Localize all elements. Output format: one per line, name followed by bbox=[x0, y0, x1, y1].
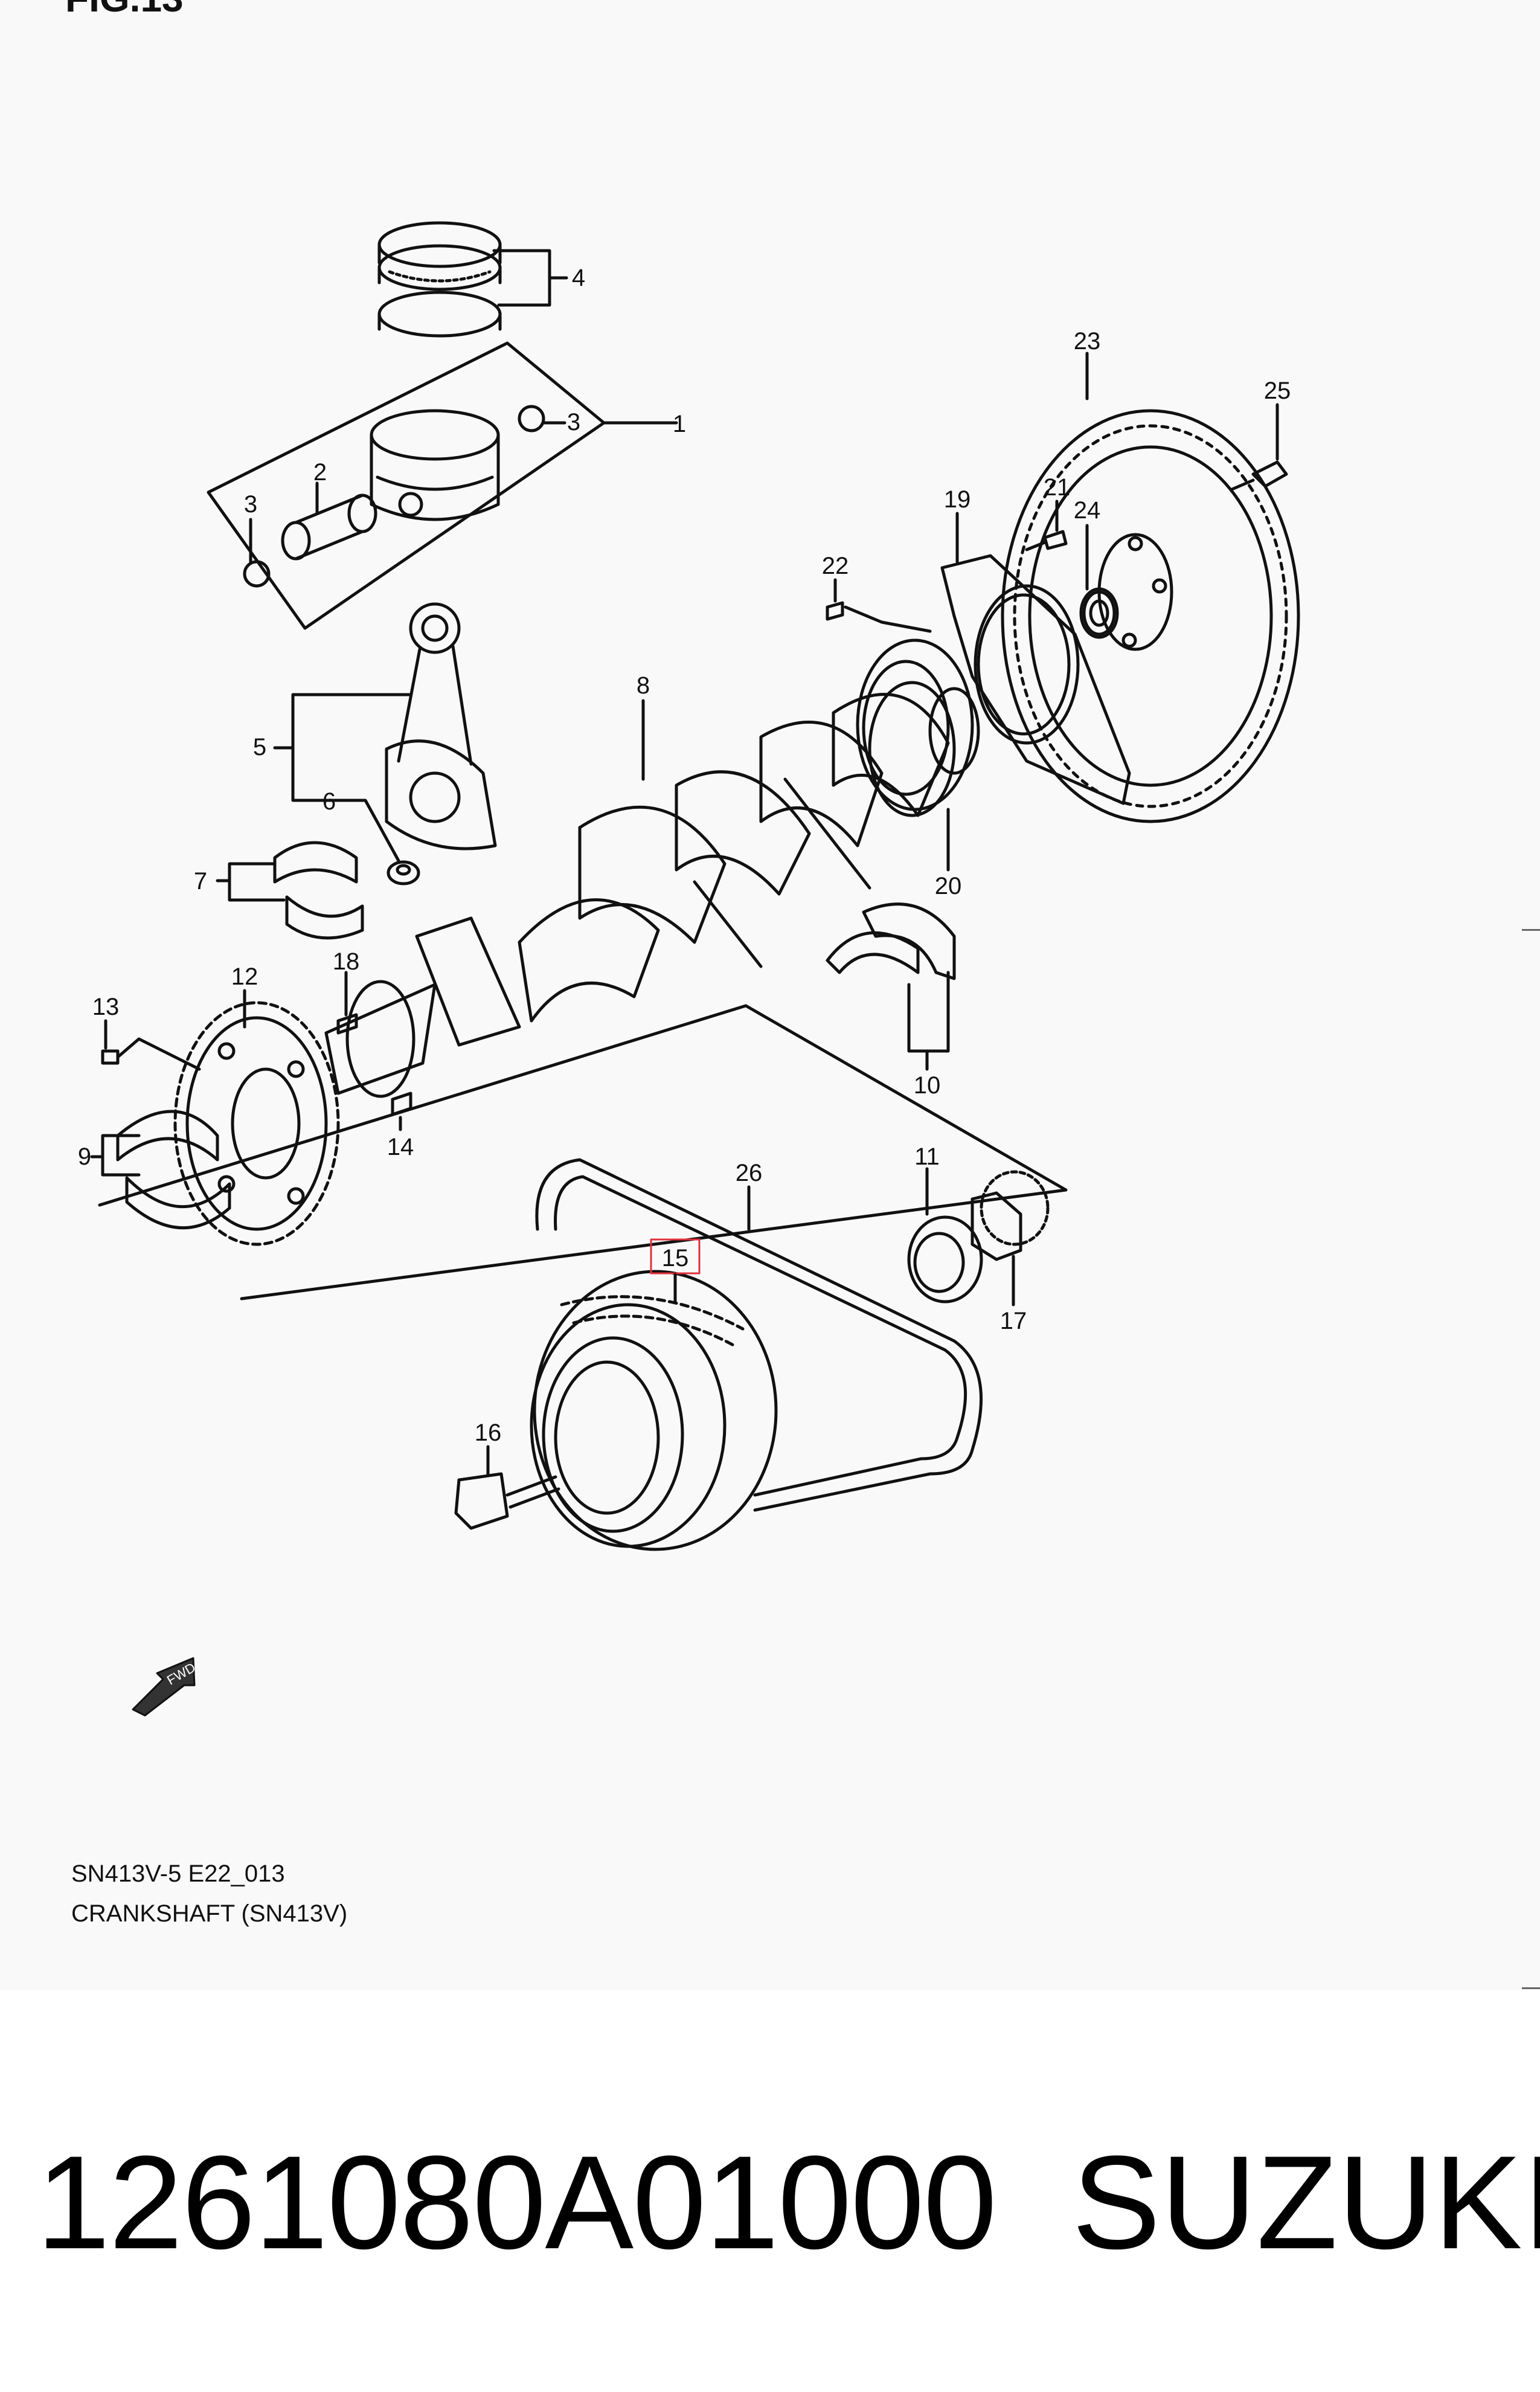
callout-15: 15 bbox=[662, 1245, 689, 1272]
callout-6: 6 bbox=[322, 788, 336, 815]
rod-nut bbox=[387, 860, 420, 886]
leader-10 bbox=[907, 971, 950, 1071]
callout-16: 16 bbox=[475, 1419, 502, 1446]
callout-26: 26 bbox=[736, 1160, 763, 1186]
callout-3a: 3 bbox=[244, 491, 257, 518]
diagram-title: CRANKSHAFT (SN413V) bbox=[71, 1900, 348, 1927]
callout-3b: 3 bbox=[567, 409, 580, 436]
diagram-code: SN413V-5 E22_013 bbox=[71, 1860, 285, 1887]
callout-10: 10 bbox=[914, 1072, 941, 1099]
pulley-bolt bbox=[454, 1472, 560, 1530]
callout-25: 25 bbox=[1264, 378, 1291, 404]
callout-18: 18 bbox=[333, 948, 360, 975]
exploded-parts-diagram: 1233456789101112131415161718192021222324… bbox=[78, 221, 1300, 1717]
knock-pin bbox=[826, 601, 844, 621]
callout-14: 14 bbox=[387, 1134, 414, 1160]
diagram-panel bbox=[0, 0, 1540, 1990]
callout-20: 20 bbox=[935, 873, 962, 899]
leader-22 bbox=[833, 578, 932, 633]
crank-pulley bbox=[530, 1270, 778, 1551]
conrod-bearing bbox=[273, 841, 364, 940]
brand-name: SUZUKI bbox=[1072, 2128, 1540, 2277]
crank-timing-gear bbox=[971, 1170, 1050, 1261]
piston-pin bbox=[281, 494, 377, 561]
snap-ring-left bbox=[243, 560, 271, 588]
housing-bolt bbox=[1025, 530, 1068, 551]
callout-19: 19 bbox=[944, 486, 971, 513]
front-oil-seal bbox=[907, 1215, 983, 1304]
callout-1: 1 bbox=[673, 411, 686, 437]
connecting-rod bbox=[385, 602, 497, 850]
callout-7: 7 bbox=[194, 868, 207, 895]
callout-2: 2 bbox=[313, 459, 327, 486]
leader-9 bbox=[90, 1134, 141, 1177]
edge-mark-mid bbox=[1522, 929, 1540, 931]
leader-7 bbox=[216, 862, 286, 902]
v-ribbed-belt bbox=[535, 1158, 983, 1512]
leader-4 bbox=[492, 249, 568, 307]
callout-21: 21 bbox=[1044, 474, 1071, 501]
timing-sprocket bbox=[173, 1001, 340, 1246]
main-bearing bbox=[116, 1110, 231, 1230]
edge-mark-bottom bbox=[1522, 1987, 1540, 1989]
callout-labels: 1233456789101112131415161718192021222324… bbox=[78, 265, 1291, 1688]
fwd-arrow-icon bbox=[132, 1657, 196, 1717]
piston bbox=[370, 409, 500, 521]
crank-key bbox=[336, 1013, 358, 1035]
piston-rings bbox=[377, 221, 502, 338]
flywheel-bolt bbox=[1230, 460, 1288, 491]
rear-oil-seal bbox=[856, 638, 974, 811]
callout-22: 22 bbox=[822, 553, 849, 579]
snap-ring-right bbox=[518, 405, 545, 432]
figure-title: FIG.13 bbox=[65, 0, 184, 21]
main-bearing-box bbox=[98, 1004, 1068, 1300]
callout-12: 12 bbox=[231, 963, 258, 990]
callout-5: 5 bbox=[253, 734, 266, 760]
oil-seal-housing bbox=[940, 554, 1131, 805]
pilot-bearing bbox=[1079, 587, 1119, 639]
leader-5 bbox=[273, 693, 412, 802]
callout-23: 23 bbox=[1074, 328, 1101, 355]
leader-13 bbox=[104, 1019, 201, 1071]
callout-4: 4 bbox=[572, 265, 585, 291]
thrust-bearing bbox=[826, 902, 956, 980]
sprocket-bolt bbox=[101, 1049, 120, 1065]
callout-9: 9 bbox=[78, 1143, 91, 1170]
callout-17: 17 bbox=[1000, 1308, 1027, 1334]
leader-6 bbox=[345, 799, 400, 863]
part-number: 1261080A01000 bbox=[36, 2128, 997, 2277]
flywheel bbox=[1001, 409, 1300, 823]
callout-8: 8 bbox=[637, 672, 650, 699]
callout-11: 11 bbox=[914, 1143, 940, 1170]
callout-13: 13 bbox=[92, 994, 120, 1020]
callout-24: 24 bbox=[1074, 497, 1101, 524]
